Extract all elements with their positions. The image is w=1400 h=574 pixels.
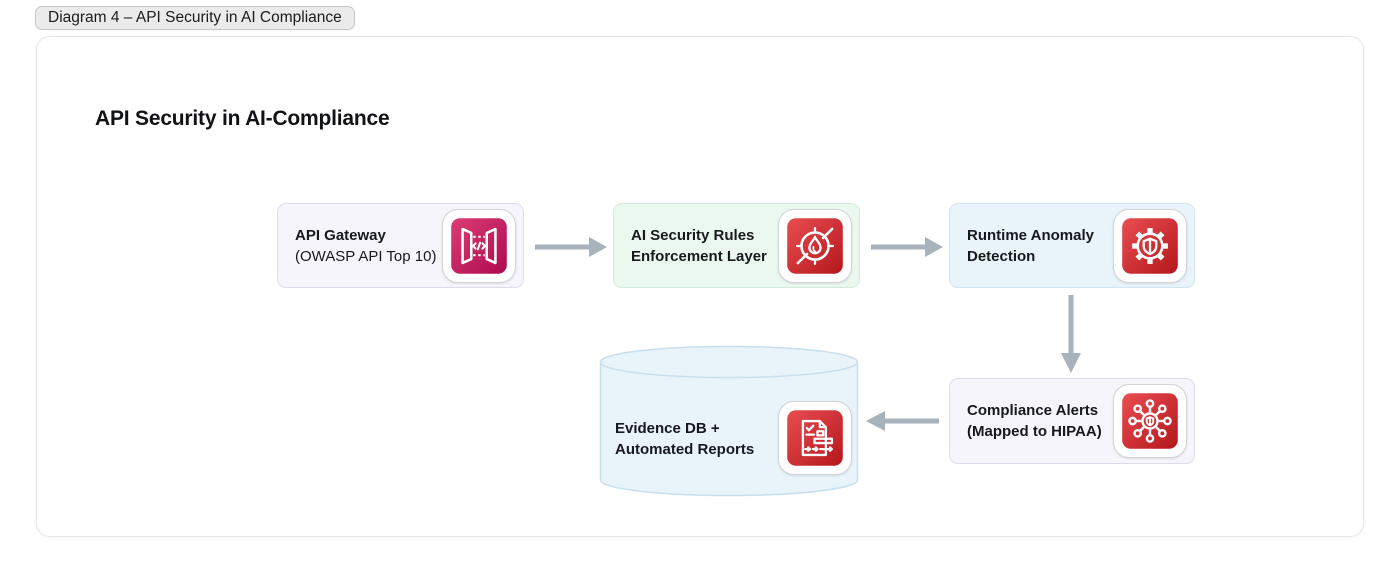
gear-shield-icon bbox=[1113, 208, 1187, 283]
node-api-gateway-text: API Gateway (OWASP API Top 10) bbox=[278, 225, 436, 267]
node-label: API Gateway bbox=[295, 226, 386, 244]
node-api-gateway: API Gateway (OWASP API Top 10) bbox=[277, 203, 524, 288]
node-evidence-db-text: Evidence DB + Automated Reports bbox=[615, 418, 754, 460]
node-compliance-alerts-text: Compliance Alerts (Mapped to HIPAA) bbox=[950, 400, 1102, 442]
diagram-card: API Security in AI-Compliance API Gatewa… bbox=[36, 36, 1364, 537]
node-rules-layer-text: AI Security Rules Enforcement Layer bbox=[614, 225, 767, 267]
node-rules-layer: AI Security Rules Enforcement Layer bbox=[613, 203, 860, 288]
node-compliance-alerts: Compliance Alerts (Mapped to HIPAA) bbox=[949, 378, 1195, 464]
node-label: Compliance Alerts bbox=[967, 402, 1099, 419]
node-runtime-detection: Runtime Anomaly Detection bbox=[949, 203, 1195, 288]
node-runtime-detection-text: Runtime Anomaly Detection bbox=[950, 225, 1094, 267]
node-sublabel: Detection bbox=[967, 247, 1036, 265]
arrow-rules-to-runtime bbox=[871, 237, 943, 257]
node-label: AI Security Rules bbox=[631, 226, 755, 244]
diagram-caption-label: Diagram 4 – API Security in AI Complianc… bbox=[48, 9, 342, 26]
node-sublabel: (OWASP API Top 10) bbox=[295, 247, 437, 265]
arrow-gateway-to-rules bbox=[535, 237, 607, 257]
node-label: Runtime Anomaly bbox=[967, 226, 1094, 244]
node-label: Evidence DB + bbox=[615, 420, 720, 437]
arrow-alerts-to-evidence bbox=[866, 411, 939, 431]
node-evidence-db: Evidence DB + Automated Reports bbox=[599, 345, 859, 497]
node-sublabel: Enforcement Layer bbox=[631, 247, 767, 265]
node-sublabel: (Mapped to HIPAA) bbox=[967, 423, 1102, 440]
network-firewall-icon bbox=[778, 208, 852, 283]
node-sublabel: Automated Reports bbox=[615, 441, 755, 458]
api-gateway-icon bbox=[442, 208, 516, 283]
page-title: API Security in AI-Compliance bbox=[95, 107, 390, 130]
security-hub-icon bbox=[1113, 384, 1187, 458]
audit-report-icon bbox=[778, 401, 852, 475]
diagram-caption-badge: Diagram 4 – API Security in AI Complianc… bbox=[35, 6, 355, 30]
arrow-runtime-to-alerts bbox=[1061, 295, 1081, 373]
